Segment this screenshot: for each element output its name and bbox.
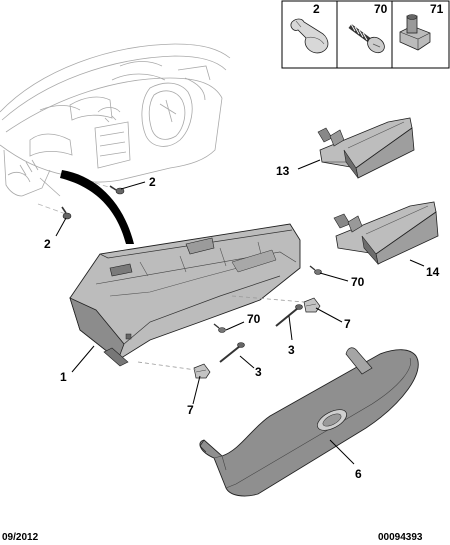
clip-70-upper [309, 265, 322, 275]
dash-leader-screw-bottom [37, 203, 67, 215]
callout-clip-70-upper: 70 [351, 275, 365, 289]
callout-screw-2-lower: 2 [44, 237, 51, 251]
callout-hinge-7-right: 7 [344, 317, 351, 331]
callout-holder-13: 13 [276, 164, 290, 178]
callout-glovebox-1: 1 [60, 370, 67, 384]
callout-bolt-3-left: 3 [255, 365, 262, 379]
glovebox-lid [199, 347, 419, 497]
dash-hinge-right [231, 295, 305, 303]
assembly-arrow [60, 170, 134, 244]
callout-box-2: 2 [313, 2, 320, 16]
screw-part-icon [348, 23, 385, 54]
hinge-bracket-7-left [193, 363, 211, 379]
callout-clip-70-lower: 70 [247, 312, 261, 326]
callout-lid-6: 6 [355, 467, 362, 481]
callout-box-71: 71 [430, 2, 444, 16]
bolt-3-right [275, 304, 303, 327]
bolt-3-left [219, 342, 245, 363]
screw-2-lower [61, 206, 72, 220]
glovebox-body [69, 223, 301, 367]
nut-clip-part-icon [399, 14, 431, 51]
callout-holder-14: 14 [426, 265, 440, 279]
clip-70-lower [213, 323, 226, 333]
footer-date: 09/2012 [2, 532, 39, 543]
callout-bolt-3-right: 3 [288, 343, 295, 357]
holder-14 [333, 201, 439, 266]
detail-box: 2 70 71 [281, 0, 450, 69]
callout-screw-2-upper: 2 [149, 175, 156, 189]
dashboard-context-sketch [0, 43, 231, 197]
leader-lines [55, 159, 425, 465]
footer-reference: 00094393 [378, 532, 423, 543]
holder-13 [317, 117, 415, 179]
hinge-bracket-7-right [303, 297, 321, 313]
dash-hinge-left [137, 361, 197, 371]
plug-part-icon [290, 18, 329, 54]
callout-hinge-7-left: 7 [187, 403, 194, 417]
screw-2-upper [109, 185, 125, 195]
callout-box-70: 70 [374, 2, 388, 16]
